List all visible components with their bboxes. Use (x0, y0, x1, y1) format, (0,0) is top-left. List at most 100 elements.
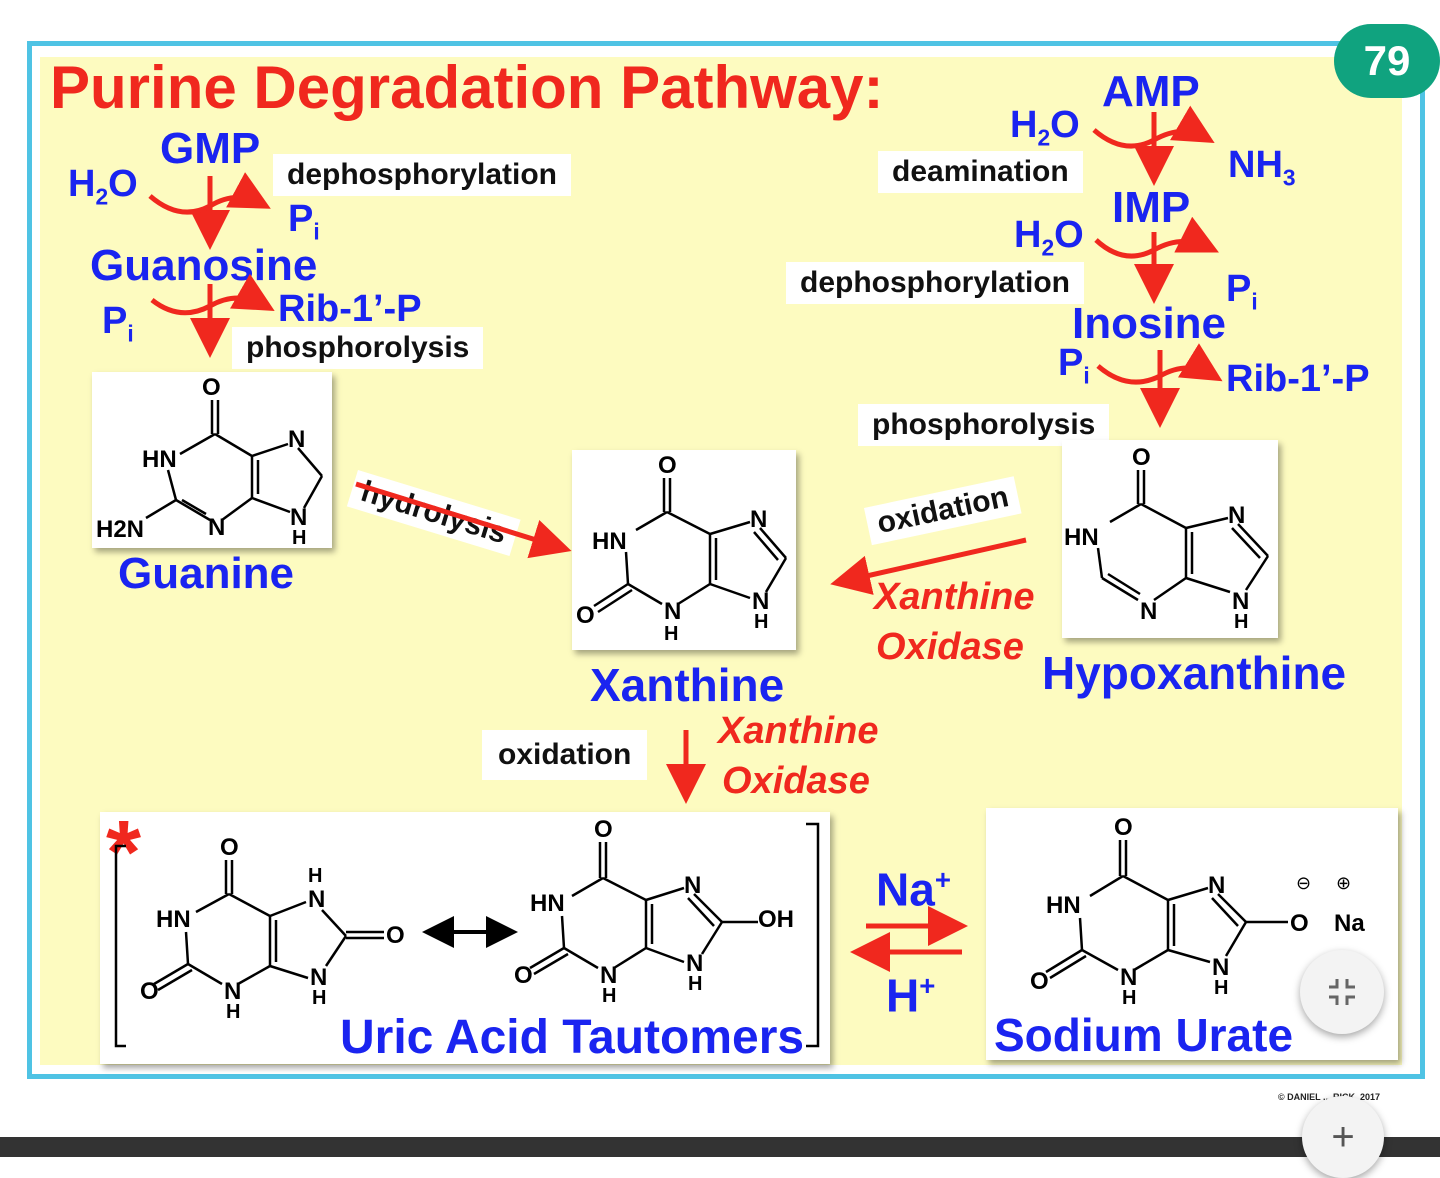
urate-bonds (1045, 840, 1288, 980)
gmp-label: GMP (160, 124, 261, 173)
urate-atom-o6: O (1114, 814, 1133, 841)
collapse-icon (1329, 979, 1355, 1005)
proton-label: H+ (886, 969, 936, 1022)
xanthine-atom-n9: N (752, 588, 770, 615)
urate-atom-h9: H (1214, 977, 1229, 999)
uric-keto-atom-h9: H (312, 987, 327, 1009)
water-amp: H2O (1010, 104, 1080, 151)
guanine-atom-n3: N (208, 514, 226, 541)
guanine-bonds (145, 400, 324, 522)
hypoxanthine-atom-o: O (1132, 444, 1151, 471)
xanthine-atom-o2: O (576, 602, 595, 629)
add-button[interactable]: + (1302, 1096, 1384, 1178)
water-imp: H2O (1014, 214, 1084, 261)
uric-keto-atom-h7: H (308, 865, 323, 887)
urate-plus-charge: ⊕ (1336, 873, 1352, 893)
xanthine-atom-h3: H (664, 623, 679, 645)
urate-atom-o8: O (1290, 910, 1309, 937)
bottom-scroll-bar[interactable] (0, 1137, 1440, 1157)
guanine-label: Guanine (118, 549, 295, 598)
curved-arrow-amp-water (1092, 105, 1215, 149)
collapse-button[interactable] (1300, 950, 1384, 1034)
label-dephosphorylation-right: dephosphorylation (786, 262, 1084, 304)
uric-keto-atom-n9: N (310, 964, 328, 991)
urate-atom-hn: HN (1046, 892, 1081, 919)
urate-atom-n3: N (1120, 964, 1138, 991)
hypoxanthine-atom-h9: H (1234, 611, 1249, 633)
label-deamination: deamination (878, 151, 1083, 193)
urate-atom-n9: N (1212, 954, 1230, 981)
xanthine-atom-n3: N (664, 598, 682, 625)
uric-keto-atom-o8: O (386, 922, 405, 949)
right-branch-arrows (1092, 105, 1223, 428)
sodium-urate-label: Sodium Urate (994, 1009, 1294, 1061)
uric-enol-atom-o2: O (514, 962, 533, 989)
uric-enol-atom-n9: N (686, 950, 704, 977)
hypoxanthine-atom-hn: HN (1064, 524, 1099, 551)
uric-keto-bonds (153, 860, 384, 992)
middle-arrows (355, 481, 1027, 972)
xanthine-structure-box (572, 450, 796, 650)
xanthine-atom-hn: HN (592, 528, 627, 555)
label-oxidation-2: oxidation (482, 730, 648, 780)
curved-arrow-gmp-water (148, 172, 271, 215)
enzyme-xanthine-oxidase-2a: Xanthine (718, 710, 879, 752)
xanthine-atom-n7: N (750, 506, 768, 533)
label-phosphorolysis-left: phosphorolysis (232, 327, 484, 369)
guanosine-label: Guanosine (90, 241, 318, 290)
add-icon: + (1331, 1114, 1355, 1159)
xanthine-atom-h9: H (754, 611, 769, 633)
uric-keto-atom-hn: HN (156, 906, 191, 933)
hypoxanthine-atom-n3: N (1140, 598, 1158, 625)
label-dephosphorylation-left: dephosphorylation (273, 154, 571, 196)
curved-arrow-imp-water (1094, 216, 1219, 259)
enzyme-xanthine-oxidase-1a: Xanthine (874, 576, 1035, 618)
hypoxanthine-bonds (1096, 470, 1270, 602)
pi-left-1: Pi (288, 198, 320, 245)
uric-enol-bonds (529, 842, 758, 976)
guanine-atom-h2n: H2N (96, 516, 145, 543)
uric-acid-label: Uric Acid Tautomers (340, 1011, 805, 1064)
urate-atom-h3: H (1122, 987, 1137, 1009)
guanine-atom-h9: H (292, 527, 307, 549)
label-phosphorolysis-right: phosphorolysis (858, 404, 1110, 446)
uric-enol-atom-n3: N (600, 962, 618, 989)
hypoxanthine-atom-n9: N (1232, 588, 1250, 615)
uric-keto-atom-n3: N (224, 978, 242, 1005)
uric-keto-atom-o2: O (140, 978, 159, 1005)
xanthine-bonds (593, 478, 788, 614)
arrow-guanine-xanthine (355, 481, 572, 559)
slide-title: Purine Degradation Pathway: (50, 54, 884, 121)
xanthine-label: Xanthine (590, 659, 785, 711)
uric-enol-atom-oh: OH (758, 906, 794, 933)
urate-atom-o2: O (1030, 968, 1049, 995)
uric-enol-atom-hn: HN (530, 890, 565, 917)
sodium-ion-label: Na+ (876, 863, 951, 916)
rib-left: Rib-1’-P (278, 288, 422, 330)
urate-atom-n7: N (1208, 872, 1226, 899)
copyright-text: © DANIEL ... RICK, 2017 (1278, 1092, 1380, 1102)
slide-number-badge: 79 (1334, 24, 1440, 98)
uric-enol-atom-h3: H (602, 985, 617, 1007)
uric-enol-atom-n7: N (684, 872, 702, 899)
enzyme-xanthine-oxidase-1b: Oxidase (876, 626, 1024, 668)
nh3-label: NH3 (1228, 144, 1296, 191)
uric-keto-atom-o6: O (220, 834, 239, 861)
guanine-atom-hn: HN (142, 446, 177, 473)
left-branch-arrows (148, 172, 275, 358)
uric-enol-atom-h9: H (688, 973, 703, 995)
guanine-atom-o: O (202, 374, 221, 401)
curved-arrow-guanosine-pi (150, 273, 275, 316)
urate-minus-charge: ⊖ (1296, 873, 1312, 893)
uric-acid-box (100, 812, 830, 1064)
pi-right-1: Pi (1226, 268, 1258, 315)
uric-keto-atom-n7: N (308, 886, 326, 913)
hypoxanthine-atom-n7: N (1228, 502, 1246, 529)
arrow-hypoxanthine-xanthine (830, 537, 1027, 595)
uric-enol-atom-o6: O (594, 816, 613, 843)
guanine-atom-n9: N (290, 504, 308, 531)
water-gmp: H2O (68, 163, 138, 210)
curved-arrow-inosine-pi (1096, 343, 1223, 385)
pi-left-2: Pi (102, 300, 134, 347)
